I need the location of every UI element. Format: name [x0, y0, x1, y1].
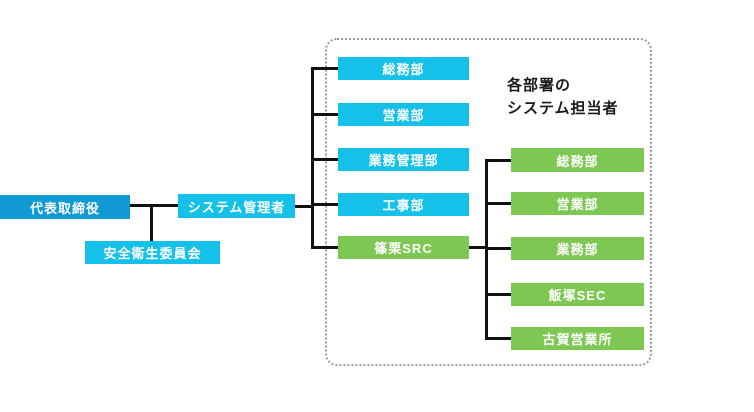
org-node-dept-kouji: 工事部: [338, 193, 469, 216]
connector-stub-staff-2: [485, 202, 511, 205]
connector-src-to-spine2: [469, 246, 487, 249]
org-node-dept-eigyou: 営業部: [338, 103, 469, 126]
org-node-staff-koga: 古賀営業所: [511, 327, 644, 350]
connector-ceo-to-admin: [130, 204, 178, 207]
connector-stub-staff-3: [485, 247, 511, 250]
group-note: 各部署の システム担当者: [507, 74, 619, 120]
connector-stub-dept-1: [311, 67, 338, 70]
group-note-line1: 各部署の: [507, 77, 572, 94]
connector-stub-dept-3: [311, 158, 338, 161]
org-node-staff-eigyou: 営業部: [511, 192, 644, 215]
connector-stub-staff-4: [485, 293, 511, 296]
org-node-dept-soumu: 総務部: [338, 57, 469, 80]
org-node-sasaguri-src: 篠栗SRC: [338, 236, 469, 259]
connector-stub-staff-1: [485, 159, 511, 162]
system-staff-group-border: [325, 38, 652, 366]
org-node-dept-gyoumu-kanri: 業務管理部: [338, 148, 469, 171]
connector-drop-to-safety: [150, 205, 153, 243]
org-node-staff-iizuka-sec: 飯塚SEC: [511, 283, 644, 306]
org-node-staff-gyoumu: 業務部: [511, 237, 644, 260]
org-node-safety-committee: 安全衛生委員会: [85, 241, 220, 264]
org-node-system-admin: システム管理者: [178, 194, 295, 218]
connector-stub-staff-5: [485, 337, 511, 340]
group-note-line2: システム担当者: [507, 100, 619, 117]
org-node-ceo: 代表取締役: [0, 195, 130, 219]
org-node-staff-soumu: 総務部: [511, 148, 644, 172]
connector-admin-to-spine1: [295, 205, 313, 208]
connector-stub-dept-5: [311, 246, 338, 249]
connector-stub-dept-2: [311, 113, 338, 116]
connector-stub-dept-4: [311, 203, 338, 206]
